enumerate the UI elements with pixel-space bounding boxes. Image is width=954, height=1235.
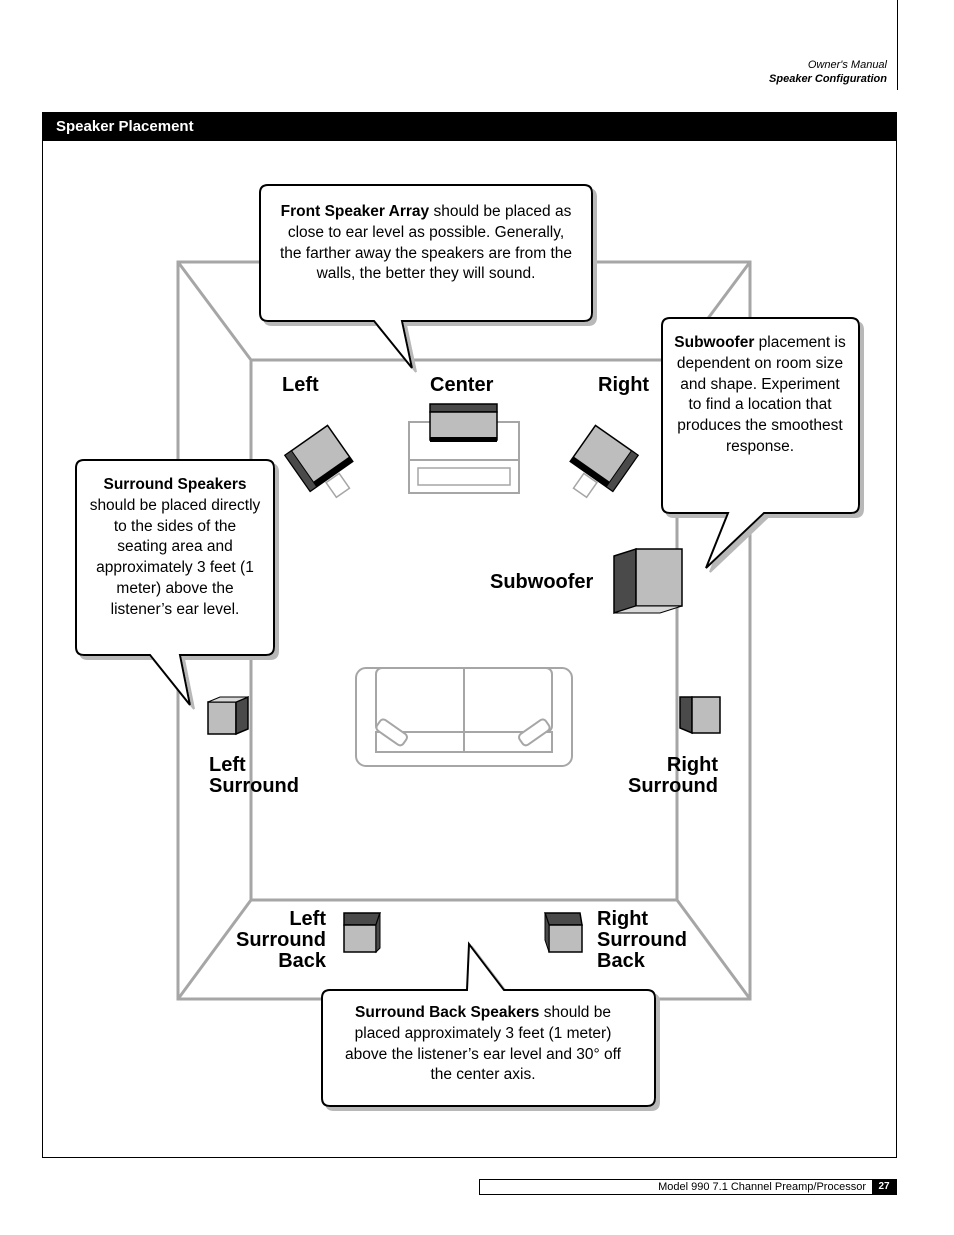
section-title: Speaker Configuration bbox=[769, 73, 887, 85]
left-surround-back-speaker-icon bbox=[343, 912, 382, 954]
right-surround-back-label: Right Surround Back bbox=[597, 908, 687, 972]
surround-back-callout-bubble bbox=[321, 941, 656, 1107]
left-label: Left bbox=[282, 374, 319, 396]
center-label: Center bbox=[430, 374, 494, 396]
surround-callout-title: Surround Speakers bbox=[103, 476, 247, 493]
page-footer: Model 990 7.1 Channel Preamp/Processor 2… bbox=[479, 1179, 897, 1195]
left-surround-speaker-icon bbox=[207, 695, 249, 736]
front-callout-text: Front Speaker Array should be placed as … bbox=[276, 202, 576, 285]
right-surround-back-speaker-icon bbox=[543, 912, 583, 953]
subwoofer-callout-text: Subwoofer placement is dependent on room… bbox=[672, 333, 848, 458]
surround-callout-body: should be placed directly to the sides o… bbox=[89, 496, 261, 618]
surround-back-callout-text: Surround Back Speakers should be placed … bbox=[340, 1003, 626, 1086]
left-speaker-icon bbox=[283, 424, 354, 499]
left-surround-back-label: Left Surround Back bbox=[236, 908, 326, 972]
subwoofer-callout-body: placement is dependent on room size and … bbox=[676, 334, 846, 455]
sofa-icon bbox=[355, 667, 573, 767]
subwoofer-callout-title: Subwoofer bbox=[674, 334, 755, 351]
subwoofer-icon bbox=[613, 547, 683, 615]
panel-title: Speaker Placement bbox=[43, 113, 896, 141]
front-callout-title: Front Speaker Array bbox=[280, 203, 430, 220]
footer-model: Model 990 7.1 Channel Preamp/Processor bbox=[658, 1181, 866, 1193]
subwoofer-label: Subwoofer bbox=[490, 571, 594, 593]
right-label: Right bbox=[598, 374, 650, 396]
right-speaker-icon bbox=[569, 424, 640, 499]
center-speaker-icon bbox=[408, 403, 520, 494]
right-surround-speaker-icon bbox=[679, 696, 721, 735]
left-surround-label: Left Surround bbox=[209, 754, 299, 797]
speaker-placement-panel: Speaker Placement bbox=[42, 112, 897, 1158]
surround-callout-text: Surround Speakers should be placed direc… bbox=[88, 475, 262, 621]
manual-title: Owner's Manual bbox=[807, 59, 887, 71]
surround-back-callout-title: Surround Back Speakers bbox=[355, 1004, 540, 1021]
right-surround-label: Right Surround bbox=[628, 754, 718, 797]
front-callout-bubble bbox=[259, 184, 593, 369]
surround-back-callout-body: should be placed approximately 3 feet (1… bbox=[345, 1004, 621, 1084]
running-header: Owner's Manual Speaker Configuration bbox=[769, 58, 887, 86]
subwoofer-callout-bubble bbox=[661, 317, 860, 569]
header-rule bbox=[897, 0, 898, 90]
front-callout-body: should be placed as close to ear level a… bbox=[279, 203, 573, 283]
surround-callout-bubble bbox=[75, 459, 275, 706]
page-number: 27 bbox=[872, 1180, 896, 1194]
